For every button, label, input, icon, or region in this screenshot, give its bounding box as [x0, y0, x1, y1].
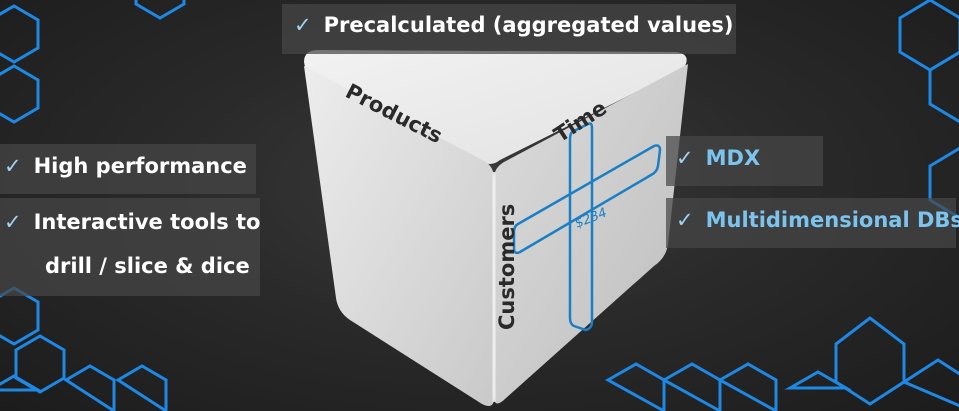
- feature-text-line-2: drill / slice & dice: [45, 254, 250, 278]
- cube-top-face: [304, 50, 687, 164]
- check-icon: ✓: [676, 208, 694, 232]
- hexagon-shape: [0, 4, 40, 64]
- dimension-customers-label: Customers: [495, 204, 519, 330]
- hexagon-shape: [0, 64, 40, 124]
- check-icon: ✓: [4, 154, 22, 178]
- feature-text: Interactive tools to: [33, 210, 261, 234]
- feature-text: MDX: [705, 146, 761, 170]
- hexagon-shape: [716, 362, 778, 411]
- hexagon-shape: [63, 364, 116, 411]
- hexagon-shape: [0, 374, 44, 392]
- hexagon-shape: [115, 364, 168, 411]
- feature-text: High performance: [33, 154, 247, 178]
- feature-precalculated: ✓ Precalculated (aggregated values): [282, 4, 736, 54]
- hexagon-shape: [898, 0, 959, 72]
- check-icon: ✓: [294, 13, 312, 37]
- hexagon-shape: [928, 50, 959, 124]
- feature-high-performance: ✓ High performance: [0, 144, 256, 194]
- hexagon-shape: [784, 370, 852, 390]
- time-slice: [568, 122, 594, 332]
- feature-text: Multidimensional DBs: [705, 208, 959, 232]
- feature-text: Precalculated (aggregated values): [323, 13, 734, 37]
- cube-left-face: [304, 66, 494, 406]
- feature-mdx: ✓ MDX: [666, 136, 823, 186]
- feature-interactive-tools: ✓ Interactive tools to drill / slice & di…: [0, 198, 260, 296]
- check-icon: ✓: [676, 146, 694, 170]
- hexagon-shape: [134, 0, 186, 20]
- customer-slice: [512, 144, 662, 255]
- feature-multidimensional-dbs: ✓ Multidimensional DBs: [666, 198, 959, 248]
- feature-line-1: ✓ Interactive tools to: [4, 200, 260, 244]
- hexagon-shape: [900, 358, 959, 408]
- check-icon: ✓: [4, 210, 22, 234]
